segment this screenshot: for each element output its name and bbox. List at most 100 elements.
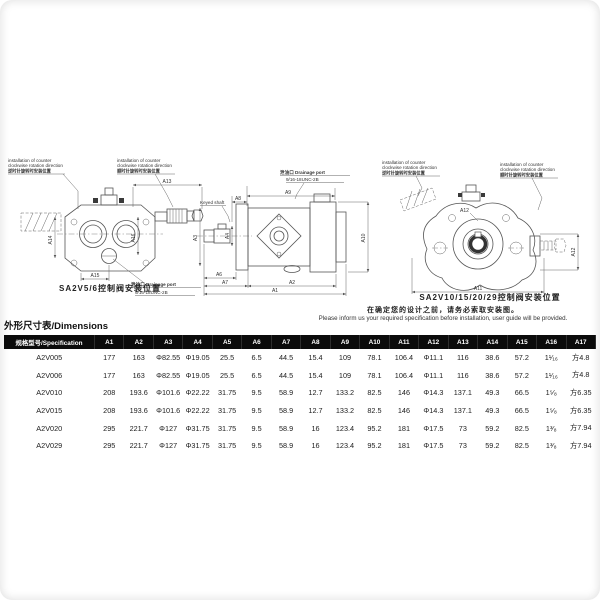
- dim-label-a11: A11: [474, 286, 483, 292]
- dim-cell: 295: [103, 441, 116, 451]
- dim-cell: Φ82.55: [156, 370, 181, 380]
- dim-cell: 16: [311, 423, 320, 433]
- cw-adjust-screw: [154, 208, 204, 224]
- drain-thread-text: 9/16-18UNC-2B: [286, 177, 319, 182]
- dim-cell: 方4.8: [572, 352, 590, 362]
- dim-cell: 181: [397, 423, 411, 433]
- spec-cell: A2V010: [36, 388, 63, 398]
- bolt-hole: [276, 215, 282, 221]
- dim-cell: Φ19.05: [185, 353, 210, 363]
- spec-column-header: 规格型号/Specification: [4, 335, 95, 349]
- dim-cell: 137.1: [453, 388, 472, 398]
- install-label-cn: 逆时针旋转时安装位置: [8, 168, 52, 175]
- spec-cell: A2V005: [36, 353, 63, 363]
- dim-cell: 66.5: [514, 388, 529, 398]
- dim-a16: A16: [131, 217, 140, 255]
- dim-label-a3: A3: [193, 235, 199, 241]
- dim-cell: Φ127: [159, 441, 178, 451]
- dim-cell: 221.7: [129, 441, 148, 451]
- dim-cell: 95.2: [367, 423, 382, 433]
- dim-cell: 193.6: [129, 388, 148, 398]
- install-label-line1: installation of counter: [117, 158, 161, 163]
- dim-cell: 82.5: [367, 406, 382, 416]
- spec-cell: A2V006: [36, 370, 63, 380]
- dim-column-header: A1: [94, 335, 125, 349]
- bolt-head: [458, 193, 462, 197]
- dim-cell: 12.7: [308, 388, 323, 398]
- bolt-head: [93, 198, 98, 203]
- dim-cell: 78.1: [367, 370, 382, 380]
- install-label-line2: clockwise rotation direction: [382, 165, 437, 170]
- dim-cell: 1¹⁄₁₆: [544, 353, 558, 363]
- install-label-line1: installation of counter: [382, 160, 426, 165]
- dim-cell: Φ127: [159, 423, 178, 433]
- dim-label-a2: A2: [289, 280, 295, 286]
- leader-line: [221, 205, 231, 223]
- dim-cell: 109: [338, 370, 352, 380]
- dim-a9: A9: [246, 186, 336, 206]
- dim-a12-vertical: A12: [540, 233, 580, 271]
- dim-cell: 1³⁄₈: [545, 441, 557, 451]
- dim-label-a1: A1: [272, 288, 278, 294]
- front-housing: [247, 207, 311, 267]
- dim-cell: Φ14.3: [423, 406, 444, 416]
- dim-cell: Φ82.55: [156, 353, 181, 363]
- dim-cell: 1³⁄₈: [545, 423, 557, 433]
- dim-column-header: A9: [330, 335, 361, 349]
- dim-cell: 57.2: [514, 353, 529, 363]
- keyed-shaft-text: Keyed shaft: [200, 200, 225, 205]
- dim-column-header: A13: [448, 335, 479, 349]
- dim-label-a7: A7: [222, 280, 228, 286]
- install-label-line2: clockwise rotation direction: [500, 167, 555, 172]
- port-bore: [112, 220, 140, 248]
- dim-a12-hole: A12: [460, 208, 479, 222]
- dim-cell: 31.75: [217, 406, 237, 416]
- dim-label-a14: A14: [48, 235, 54, 244]
- dim-a11: A11: [411, 258, 545, 294]
- drain-boss: [313, 193, 331, 203]
- dim-cell: 58.9: [278, 388, 294, 398]
- dim-cell: 方6.35: [570, 387, 592, 397]
- leader-line: [531, 177, 543, 211]
- bolt-hole: [142, 259, 150, 267]
- dim-cell: 109: [338, 353, 352, 363]
- leader-line: [154, 173, 174, 208]
- dim-label-a16: A16: [131, 233, 137, 242]
- port-block: [309, 201, 337, 273]
- ccw-valve-position-phantom: [20, 212, 62, 232]
- pilot-boss: [269, 226, 289, 246]
- drain-port-label: 泄油口 Drainage port 9/16-18UNC-2B: [280, 169, 350, 200]
- dim-cell: 9.5: [251, 423, 262, 433]
- dim-cell: 6.5: [251, 353, 262, 363]
- dim-cell: 38.6: [485, 370, 500, 380]
- dim-a14: A14: [48, 217, 57, 258]
- dim-cell: 9.5: [251, 441, 262, 451]
- dim-cell: 58.9: [278, 423, 294, 433]
- dim-cell: 73: [458, 423, 467, 433]
- leader-line: [62, 173, 79, 209]
- bolt-hole: [142, 218, 150, 226]
- dim-cell: Φ101.6: [156, 388, 181, 398]
- dim-column-header: A10: [359, 335, 390, 349]
- pump-body: [197, 193, 347, 273]
- dim-cell: Φ17.5: [423, 423, 444, 433]
- install-label-cn: 顺时针旋转时安装位置: [500, 172, 544, 179]
- dim-column-header: A11: [389, 335, 420, 349]
- dim-cell: 31.75: [217, 441, 237, 451]
- dim-cell: 59.2: [485, 441, 500, 451]
- dim-cell: 221.7: [129, 423, 148, 433]
- dim-column-header: A5: [212, 335, 243, 349]
- dim-cell: 方4.8: [572, 370, 590, 380]
- keyed-shaft-label: Keyed shaft: [200, 200, 231, 223]
- spec-cell: A2V020: [36, 423, 63, 433]
- dim-cell: 44.5: [278, 353, 294, 363]
- mounting-flange: [235, 203, 249, 271]
- dim-cell: 208: [103, 388, 116, 398]
- dim-cell: 38.6: [485, 353, 500, 363]
- bolt-head: [119, 198, 124, 203]
- top-port: [461, 191, 481, 202]
- dim-label-a12: A12: [571, 247, 577, 256]
- install-label-cn: 逆时针旋转时安装位置: [382, 170, 426, 177]
